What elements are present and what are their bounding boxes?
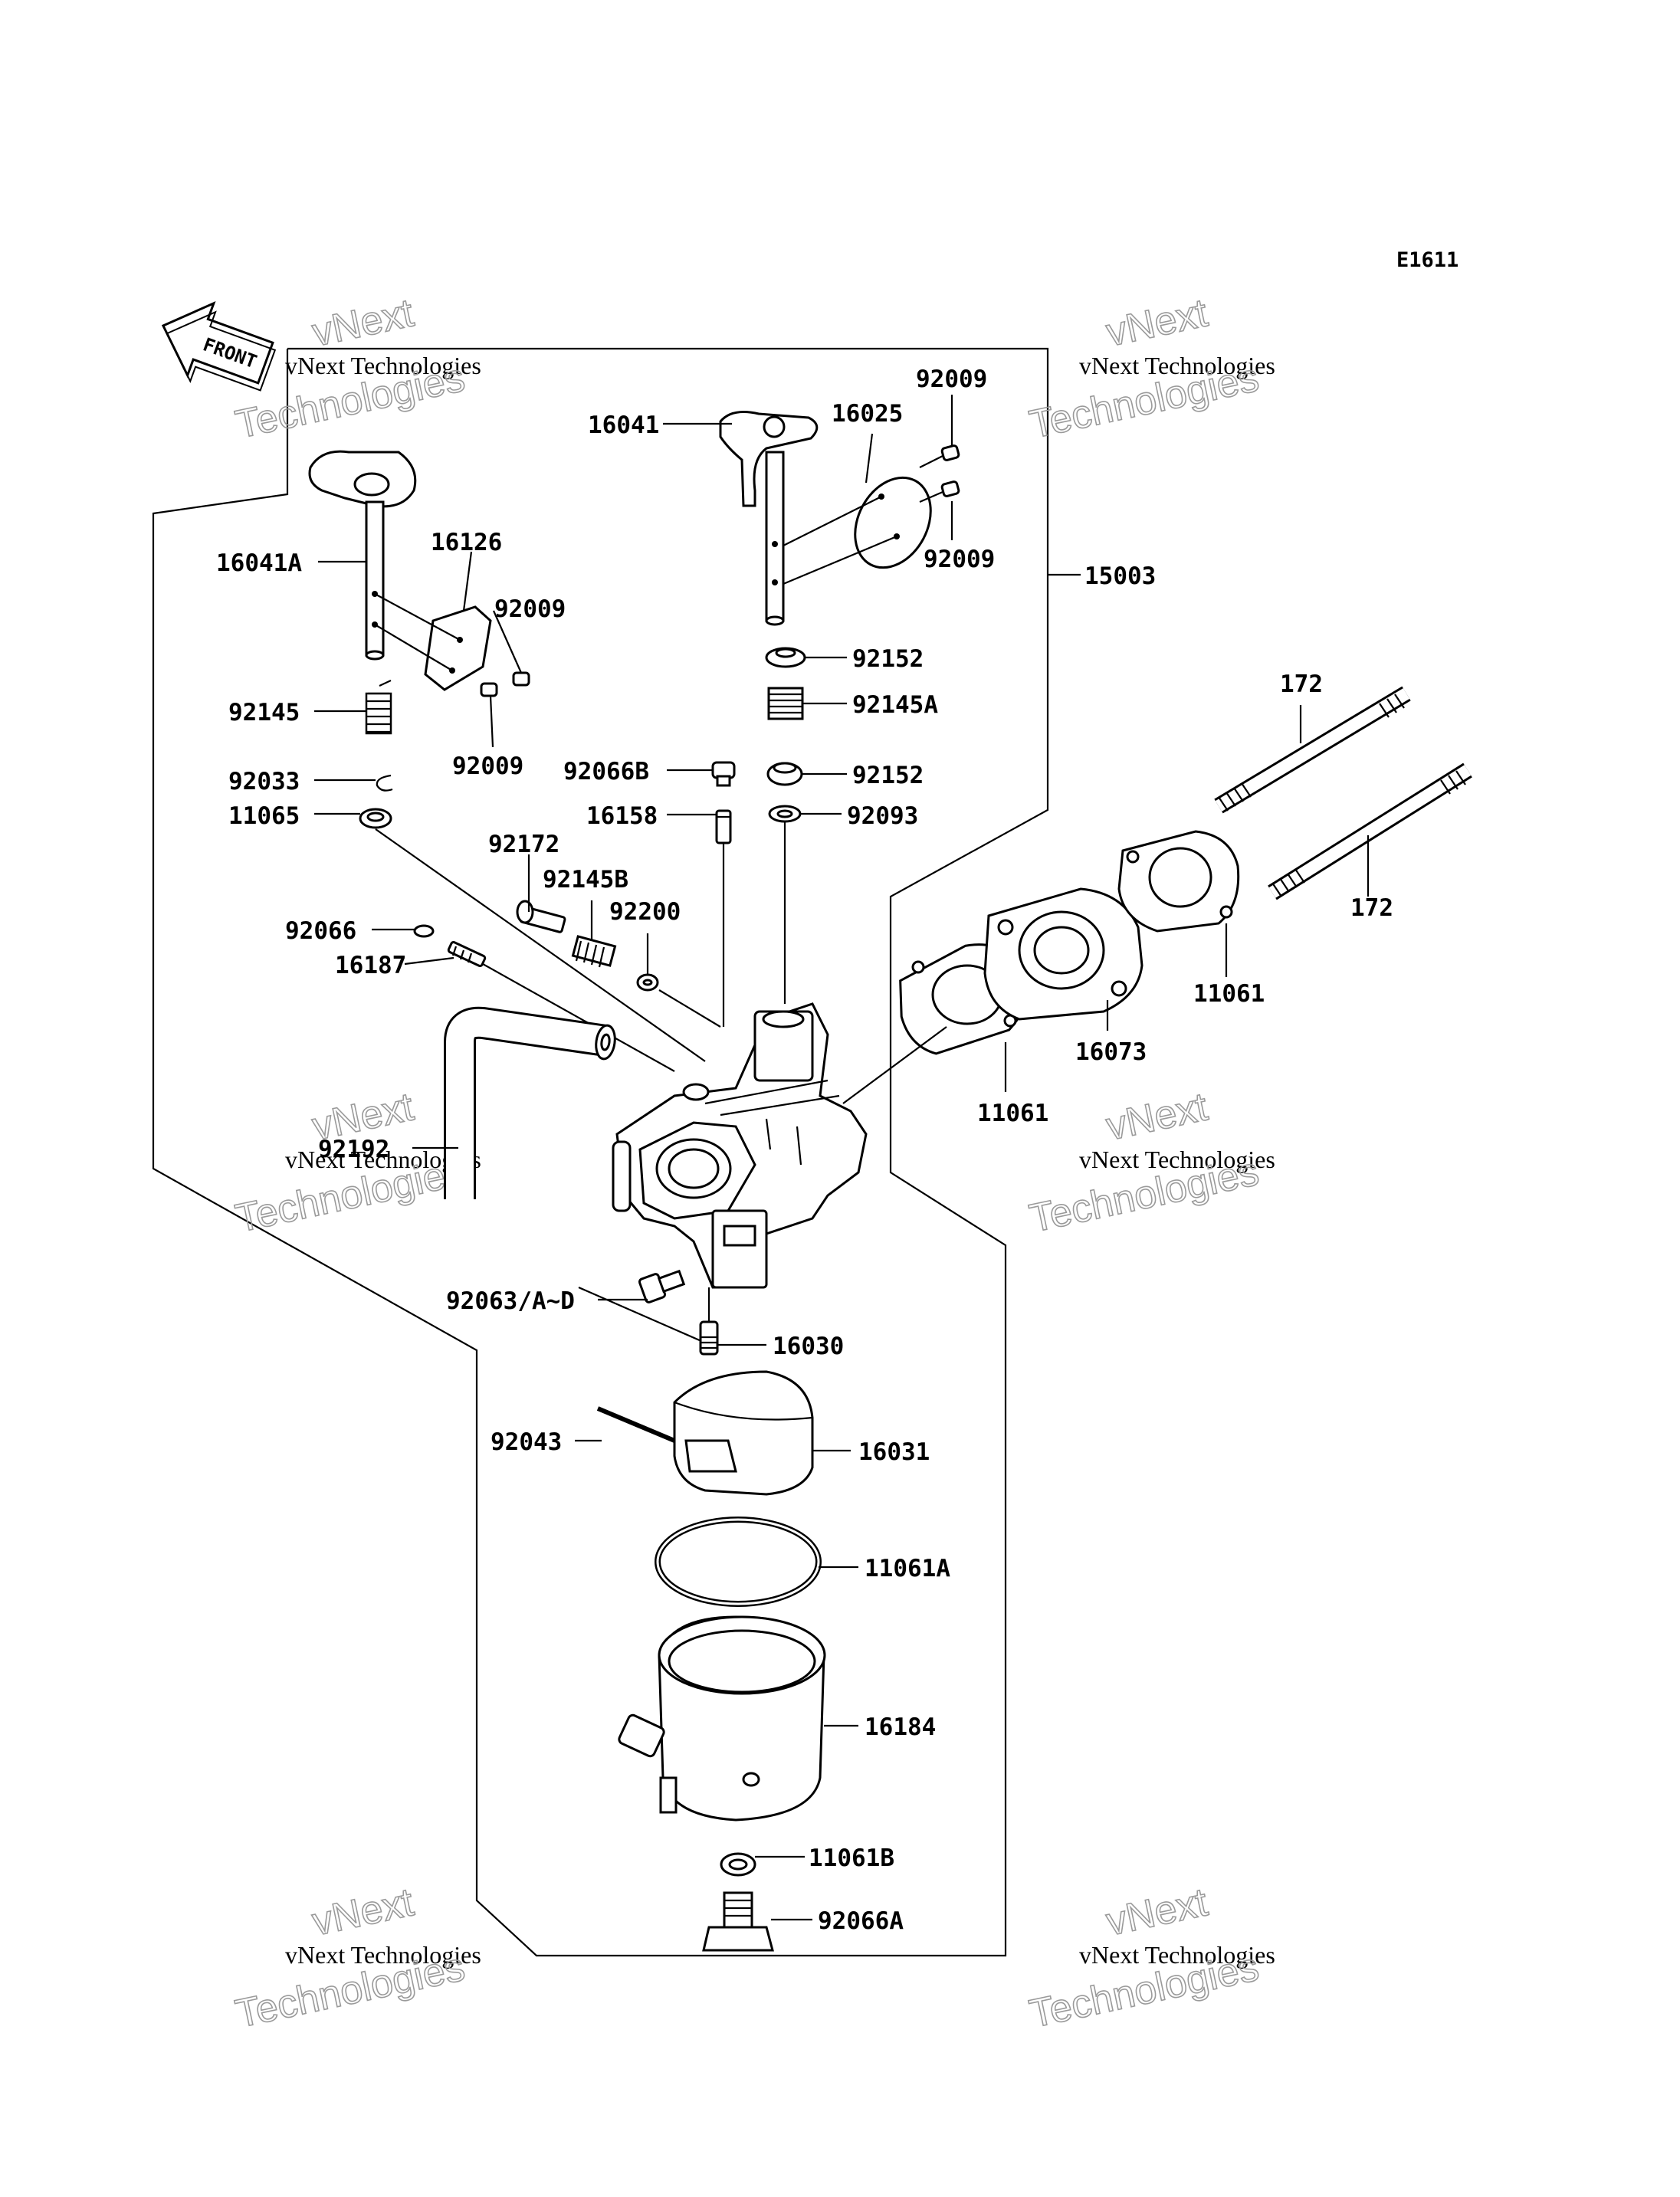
part-label-92033: 92033 <box>228 768 300 795</box>
needle-part <box>447 940 487 968</box>
part-label-11061A: 11061A <box>865 1555 950 1582</box>
gasket-part <box>1117 830 1240 933</box>
part-label-92066B: 92066B <box>563 758 649 785</box>
part-label-16073: 16073 <box>1075 1038 1147 1066</box>
part-label-16041A: 16041A <box>216 549 302 577</box>
part-label-16158: 16158 <box>586 802 658 830</box>
watermark-text: vNext <box>1102 290 1212 355</box>
pilot-jet-part <box>715 809 732 844</box>
spacer-part <box>983 887 1144 1021</box>
spring-part <box>365 680 392 735</box>
part-label-11061: 11061 <box>977 1100 1048 1127</box>
part-label-92192: 92192 <box>318 1136 389 1163</box>
watermark-text: vNext Technologies <box>1079 1146 1275 1173</box>
part-label-11061: 11061 <box>1193 980 1265 1008</box>
pilot-screw-part <box>516 900 566 933</box>
screw-part <box>711 761 736 787</box>
assembly-boundary <box>152 347 1049 1957</box>
carburetor-body-part <box>612 1002 868 1289</box>
part-label-172: 172 <box>1350 894 1393 922</box>
part-label-92145B: 92145B <box>543 866 628 894</box>
part-label-16184: 16184 <box>865 1713 936 1741</box>
part-label-16031: 16031 <box>858 1438 930 1466</box>
front-arrow-icon: FRONT <box>161 300 277 392</box>
watermark-text: vNext Technologies <box>1079 352 1275 379</box>
part-label-92145A: 92145A <box>852 691 938 719</box>
watermark-text: vNext Technologies <box>1079 1941 1275 1969</box>
spring-part <box>767 687 804 720</box>
part-label-92200: 92200 <box>609 898 681 926</box>
float-part <box>596 1370 814 1496</box>
watermark-text: vNext <box>1102 1880 1212 1944</box>
float-chamber-part <box>618 1615 826 1822</box>
callout-labels: 16041 16025 92009 92009 15003 16041A 161… <box>216 366 1393 1935</box>
screw-part <box>919 444 960 503</box>
collar-part <box>765 647 806 668</box>
washer-part <box>720 1852 756 1877</box>
throttle-valve-part <box>783 476 932 585</box>
part-label-16030: 16030 <box>773 1333 844 1360</box>
part-label-92066: 92066 <box>285 917 356 945</box>
fuel-hose-part <box>444 1006 616 1199</box>
throttle-shaft-part <box>719 411 819 626</box>
part-label-92063: 92063/A~D <box>446 1287 575 1315</box>
part-label-92009: 92009 <box>452 753 523 780</box>
watermark-text: vNext <box>308 290 418 355</box>
bolt-part <box>702 1891 774 1952</box>
o-ring-part <box>655 1517 822 1607</box>
part-label-92152: 92152 <box>852 762 924 789</box>
o-ring-part <box>413 924 435 938</box>
part-label-92009: 92009 <box>494 595 566 623</box>
part-label-16126: 16126 <box>431 529 502 556</box>
part-label-92009: 92009 <box>916 366 987 393</box>
diagram-code: E1611 <box>1396 248 1459 272</box>
watermark-text: vNext Technologies <box>285 1941 481 1969</box>
stud-part <box>1268 762 1472 900</box>
part-label-11061B: 11061B <box>809 1844 894 1872</box>
part-label-92152: 92152 <box>852 645 924 673</box>
stud-part <box>1214 686 1411 814</box>
part-label-92066A: 92066A <box>818 1907 904 1935</box>
part-label-92043: 92043 <box>491 1428 562 1456</box>
part-label-92093: 92093 <box>847 802 918 830</box>
watermark-text: vNext <box>1102 1084 1212 1149</box>
part-label-16187: 16187 <box>335 952 406 979</box>
spring-part <box>571 935 617 968</box>
part-label-16025: 16025 <box>832 400 903 428</box>
main-jet-part <box>699 1320 719 1356</box>
collar-part <box>766 762 803 786</box>
washer-part <box>768 805 802 823</box>
part-label-92145: 92145 <box>228 699 300 726</box>
part-label-16041: 16041 <box>588 412 659 439</box>
part-label-15003: 15003 <box>1084 562 1156 590</box>
choke-shaft-part <box>308 450 417 661</box>
watermark-text: vNext <box>308 1880 418 1944</box>
part-label-172: 172 <box>1280 671 1323 698</box>
part-label-11065: 11065 <box>228 802 300 830</box>
part-label-92172: 92172 <box>488 831 559 858</box>
seal-part <box>359 808 392 829</box>
e-clip-part <box>376 774 393 792</box>
choke-valve-part <box>374 593 530 697</box>
watermark-text: vNext Technologies <box>285 352 481 379</box>
leader-lines <box>314 395 1370 1921</box>
drain-screw-part <box>638 1269 686 1303</box>
washer-part <box>636 973 659 992</box>
part-label-92009: 92009 <box>924 546 995 573</box>
